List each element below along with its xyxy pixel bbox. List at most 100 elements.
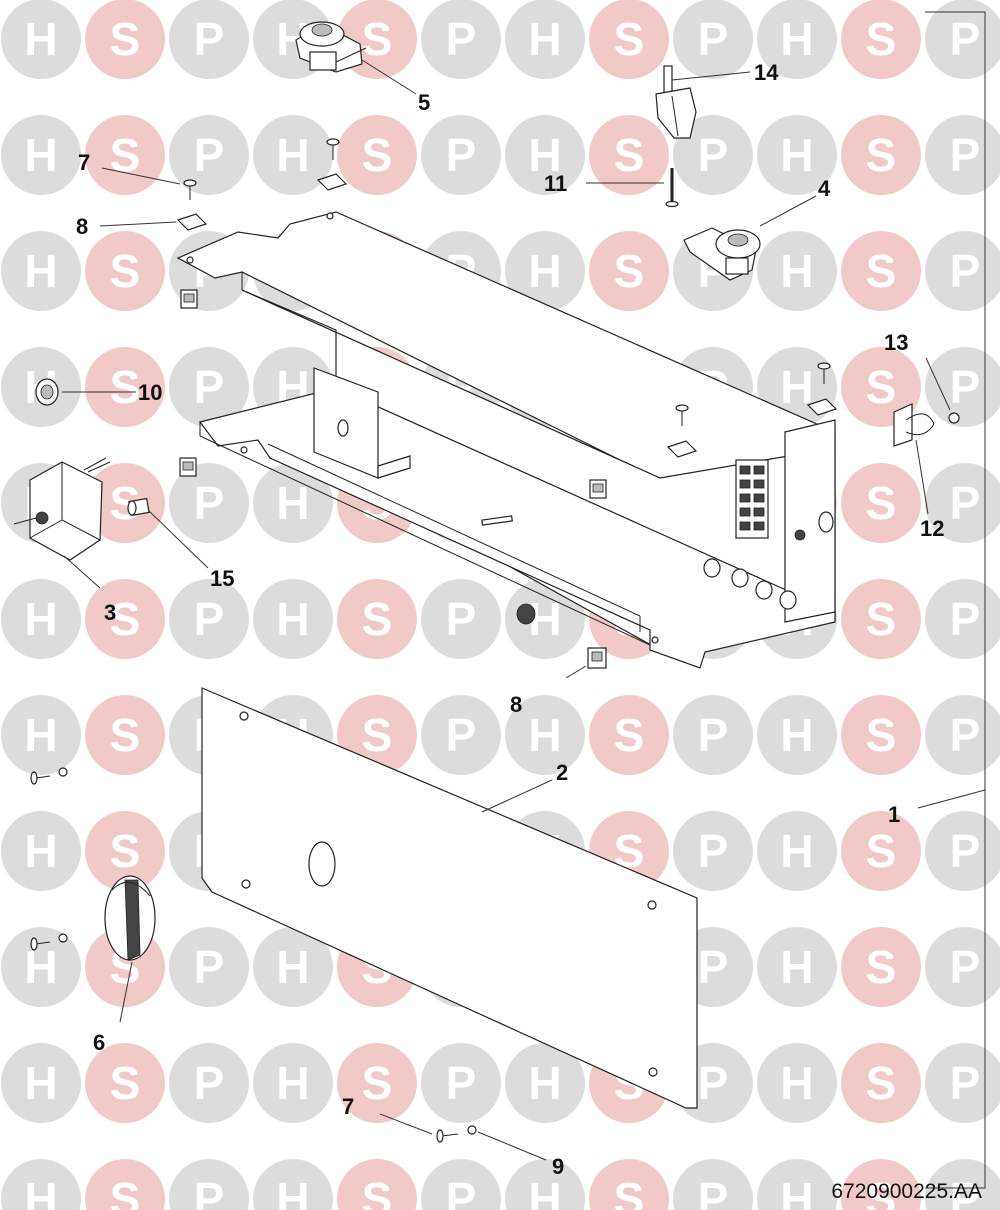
drawing-reference: 6720900225.AA [831, 1180, 982, 1203]
watermark-circle [925, 927, 1000, 1007]
watermark-circle [169, 1159, 249, 1210]
watermark-circle [757, 1043, 837, 1123]
watermark-letter: P [950, 129, 981, 181]
watermark-circle [505, 579, 585, 659]
watermark-circle [841, 115, 921, 195]
watermark-circle [589, 1159, 669, 1210]
watermark-circle [169, 927, 249, 1007]
watermark-circle [757, 695, 837, 775]
control-box-chassis [176, 211, 836, 669]
watermark-circle [757, 1159, 837, 1210]
watermark-circle [925, 579, 1000, 659]
watermark-letter: P [194, 361, 225, 413]
watermark-letter: S [866, 477, 897, 529]
watermark-circle [505, 115, 585, 195]
watermark-circle [169, 347, 249, 427]
watermark-circle [925, 463, 1000, 543]
watermark-circle [169, 463, 249, 543]
watermark-circle [757, 231, 837, 311]
watermark-circle [841, 927, 921, 1007]
thermostat-unit [13, 457, 111, 561]
front-panel [201, 687, 698, 1109]
watermark-letter: H [780, 13, 813, 65]
watermark-circle [85, 231, 165, 311]
watermark-letter: H [780, 1057, 813, 1109]
watermark-letter: H [276, 941, 309, 993]
callout-1: 1 [888, 802, 900, 827]
callout-10: 10 [138, 380, 162, 405]
watermark-letter: S [110, 361, 141, 413]
watermark-letter: P [194, 129, 225, 181]
watermark-circle [1, 927, 81, 1007]
watermark-circle [253, 115, 333, 195]
watermark-letter: S [614, 129, 645, 181]
watermark-letter: P [446, 1173, 477, 1210]
watermark-letter: S [866, 825, 897, 877]
watermark-letter: S [110, 709, 141, 761]
watermark-circle [841, 579, 921, 659]
spindle-bracket [655, 65, 697, 139]
watermark-letter: P [446, 129, 477, 181]
watermark-circle [337, 579, 417, 659]
thermostat-knob [104, 875, 156, 961]
callout-8-top: 8 [76, 214, 88, 239]
watermark-letter: S [614, 709, 645, 761]
watermark-circle [253, 927, 333, 1007]
watermark-letter: P [194, 1057, 225, 1109]
cable-grommet [35, 378, 59, 406]
watermark-circle [841, 1043, 921, 1123]
watermark-circle [85, 347, 165, 427]
watermark-circle [337, 115, 417, 195]
watermark-circle [1, 1043, 81, 1123]
callout-9: 9 [552, 1154, 564, 1179]
watermark-letter: P [698, 1057, 729, 1109]
pin [665, 168, 679, 208]
watermark-letter: P [194, 941, 225, 993]
watermark-letter: S [362, 129, 393, 181]
watermark-circle [421, 579, 501, 659]
watermark-circle [253, 463, 333, 543]
watermark-letter: P [950, 361, 981, 413]
assembly-bracket [917, 11, 986, 1189]
watermark-circle [253, 579, 333, 659]
watermark-circle [841, 347, 921, 427]
watermark-letter: H [528, 1057, 561, 1109]
watermark-letter: H [276, 477, 309, 529]
watermark-circle [589, 0, 669, 79]
watermark-letter: H [24, 1057, 57, 1109]
watermark-circle [421, 1159, 501, 1210]
neon-lamp [127, 497, 150, 517]
watermark-letter: S [110, 245, 141, 297]
watermark-circle [85, 463, 165, 543]
watermark-letter: H [780, 825, 813, 877]
watermark-circle [505, 231, 585, 311]
watermark-letter: P [950, 245, 981, 297]
watermark-circle [1, 695, 81, 775]
watermark-letter: P [950, 477, 981, 529]
watermark-circle [925, 811, 1000, 891]
watermark-circle [85, 0, 165, 79]
watermark-letter: P [950, 941, 981, 993]
watermark-letter: S [110, 13, 141, 65]
watermark-circle [841, 463, 921, 543]
watermark-circle [1, 579, 81, 659]
watermark-letter: H [24, 1173, 57, 1210]
watermark-letter: S [614, 245, 645, 297]
watermark-circle [253, 1159, 333, 1210]
watermark-circle [841, 231, 921, 311]
watermark-circle [925, 0, 1000, 79]
watermark-letter: H [780, 129, 813, 181]
callout-5: 5 [418, 90, 430, 115]
watermark-letter: H [276, 129, 309, 181]
watermark-letter: H [528, 13, 561, 65]
watermark-circle [85, 115, 165, 195]
watermark-circle [925, 231, 1000, 311]
watermark-circle [1, 811, 81, 891]
watermark-letter: P [950, 593, 981, 645]
watermark-circle [85, 811, 165, 891]
watermark-circle [169, 579, 249, 659]
watermark-letter: H [24, 245, 57, 297]
watermark-circle [337, 1159, 417, 1210]
watermark-letter: H [528, 245, 561, 297]
